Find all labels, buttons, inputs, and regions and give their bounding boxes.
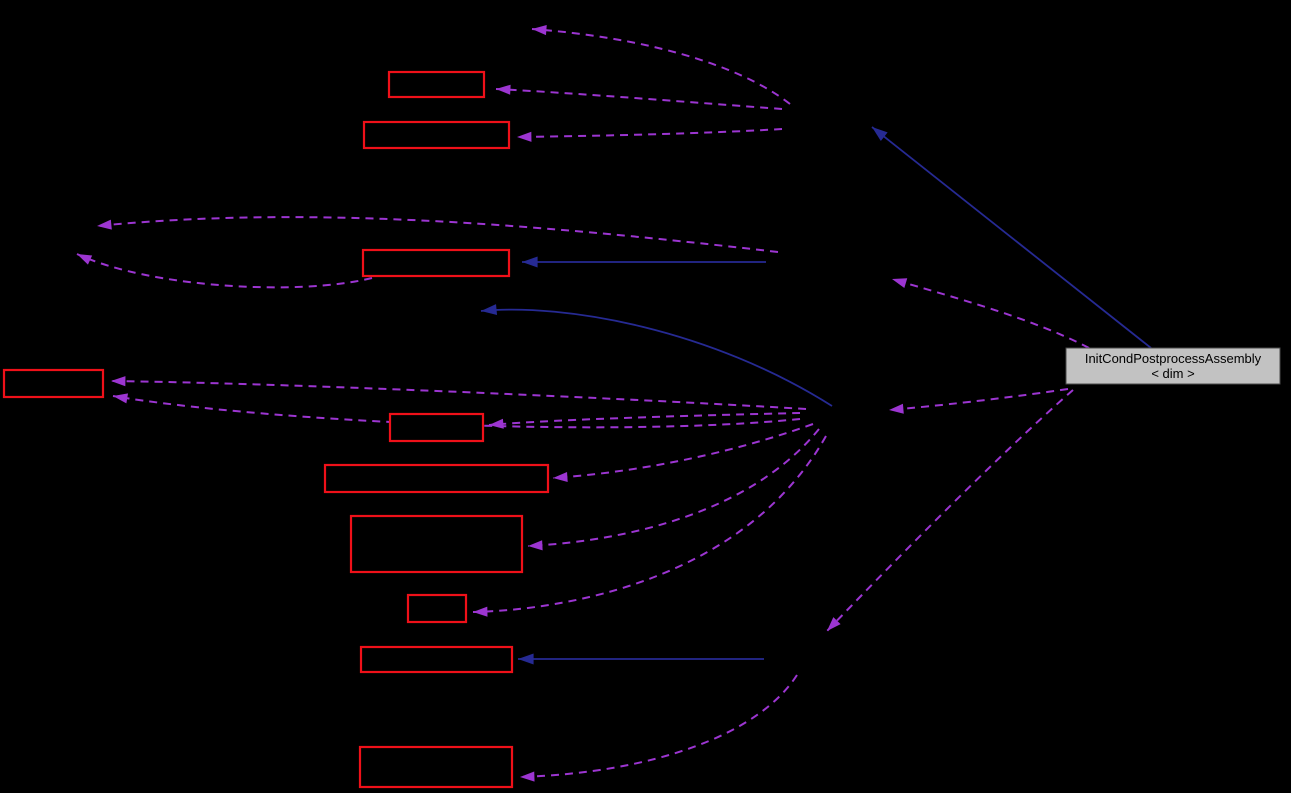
truncated-node-i[interactable] <box>359 645 514 674</box>
truncated-node-b[interactable] <box>362 120 511 150</box>
usage-edge-hiddenmid-to-hidden-left-upper <box>96 216 779 253</box>
main-node-label-line2: < dim > <box>1151 366 1194 381</box>
usage-edge-main-to-hidden-mid <box>891 278 1090 349</box>
truncated-node-f[interactable] <box>323 463 550 494</box>
usage-edge-hiddenbase-to-hidden-top <box>531 25 791 105</box>
truncated-node-e[interactable] <box>388 412 485 443</box>
usage-edge-main-to-hidden-lower <box>826 389 1074 632</box>
usage-edge-fan-to-node-d-upper <box>110 376 807 410</box>
usage-edge-hiddenlower-to-node-j <box>519 674 798 782</box>
inheritance-edge-fan-to-hidden-n5 <box>480 304 833 407</box>
truncated-node-g[interactable] <box>349 514 524 574</box>
usage-edge-fan-to-node-h <box>472 435 827 617</box>
usage-edge-hiddenbase-to-node-a <box>495 84 783 110</box>
main-node-label-line1: InitCondPostprocessAssembly <box>1085 351 1262 366</box>
usage-edge-hiddenbase-to-node-b <box>516 128 783 142</box>
truncated-node-a[interactable] <box>387 70 486 99</box>
truncated-node-d[interactable] <box>2 368 105 399</box>
usage-edge-node-c-to-hidden-left-lower <box>76 253 373 289</box>
truncated-node-j[interactable] <box>358 745 514 789</box>
usage-edge-fan-to-node-f <box>552 423 814 483</box>
truncated-node-h[interactable] <box>406 593 468 624</box>
main-node-box[interactable] <box>1065 347 1281 385</box>
main-node[interactable]: InitCondPostprocessAssembly < dim > <box>1065 347 1281 385</box>
inheritance-edge-main-to-hidden-base <box>871 126 1152 349</box>
usage-edge-main-to-hidden-fan <box>888 388 1069 414</box>
truncated-node-c[interactable] <box>361 248 511 278</box>
usage-edge-fan-to-node-g <box>527 428 820 551</box>
